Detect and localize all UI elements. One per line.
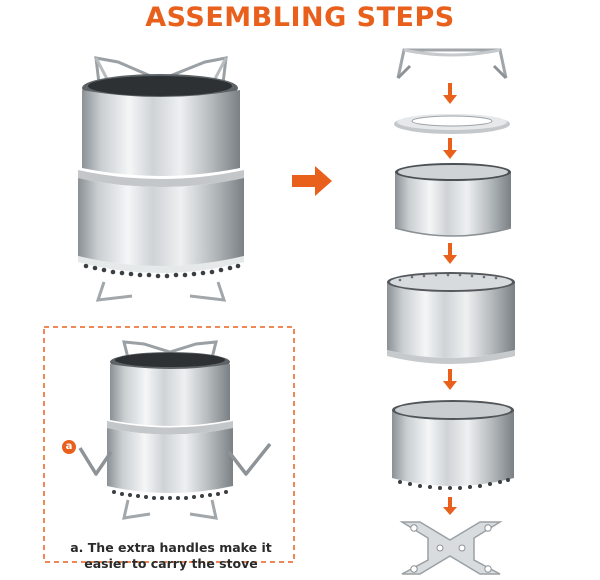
assembled-stove [78, 56, 244, 302]
arrow-down-icon [443, 497, 457, 515]
part-upper-ring [394, 163, 512, 237]
caption-line-2: easier to carry the stove [84, 556, 258, 571]
part-flame-ring [394, 114, 510, 134]
caption-line-1: a. The extra handles make it [70, 540, 272, 555]
arrow-down-icon [443, 243, 457, 264]
part-outer-shell [387, 272, 515, 364]
arrow-down-icon [443, 369, 457, 390]
arrow-down-icon [443, 83, 457, 104]
stove-with-handles [78, 340, 272, 520]
handles-caption: a. The extra handles make it easier to c… [46, 540, 296, 572]
part-pot-stand [396, 48, 508, 80]
arrow-down-icon [443, 138, 457, 159]
page-title: ASSEMBLING STEPS [145, 2, 455, 33]
callout-badge: a [62, 440, 76, 454]
arrow-right-icon [292, 166, 332, 196]
part-base-chamber [392, 400, 514, 490]
part-cross-stand [399, 521, 503, 575]
